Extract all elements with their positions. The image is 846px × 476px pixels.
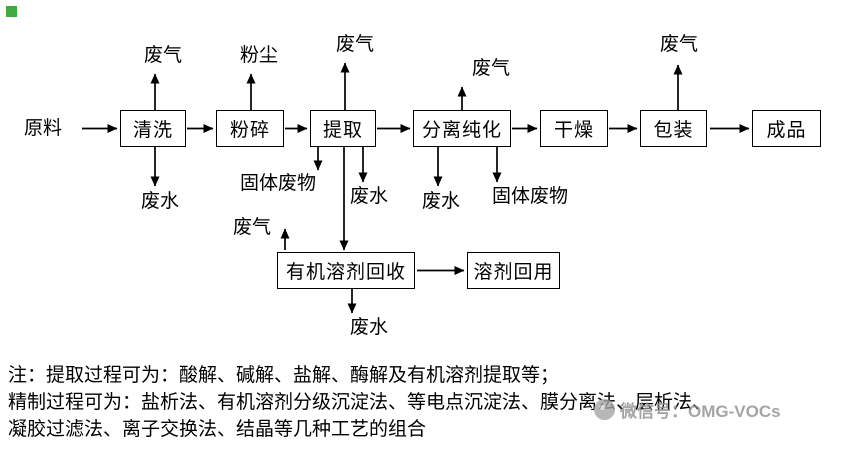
stage-box-purify: 分离纯化 [413,110,511,147]
label-waste-gas-pack: 废气 [659,34,699,55]
label-waste-gas-wash: 废气 [143,45,183,66]
label-waste-water-recovery: 废水 [349,317,389,338]
flow-arrows-layer [82,62,750,314]
label-waste-gas-purify: 废气 [471,58,511,79]
label-waste-gas-extract: 废气 [335,34,375,55]
corner-accent-square [6,6,17,17]
watermark: 微信号：OMG-VOCs [594,397,781,422]
label-solid-waste-extract: 固体废物 [239,173,317,194]
label-raw-material: 原料 [24,118,63,139]
label-waste-water-extract: 废水 [349,186,389,207]
stage-box-pack: 包装 [640,110,707,147]
label-solid-waste-purify: 固体废物 [491,186,569,207]
label-waste-water-purify: 废水 [421,191,461,212]
stage-box-crush: 粉碎 [216,110,284,147]
stage-box-wash: 清洗 [120,110,186,147]
note-line-2: 精制过程可为：盐析法、有机溶剂分级沉淀法、等电点沉淀法、膜分离法、层析法、 [8,392,712,413]
label-waste-gas-recovery: 废气 [232,217,272,238]
stage-box-product: 成品 [752,110,821,147]
note-line-1: 注：提取过程可为：酸解、碱解、盐解、酶解及有机溶剂提取等； [8,365,560,386]
label-waste-water-wash: 废水 [140,191,180,212]
watermark-text: 微信号：OMG-VOCs [620,402,781,421]
label-dust-crush: 粉尘 [239,45,279,66]
stage-box-solvent-recovery: 有机溶剂回收 [277,252,415,289]
stage-box-dry: 干燥 [540,110,608,147]
wechat-icon [594,399,615,420]
stage-box-extract: 提取 [310,110,376,147]
note-line-3: 凝胶过滤法、离子交换法、结晶等几种工艺的组合 [8,419,427,440]
stage-box-solvent-reuse: 溶剂回用 [467,252,560,289]
